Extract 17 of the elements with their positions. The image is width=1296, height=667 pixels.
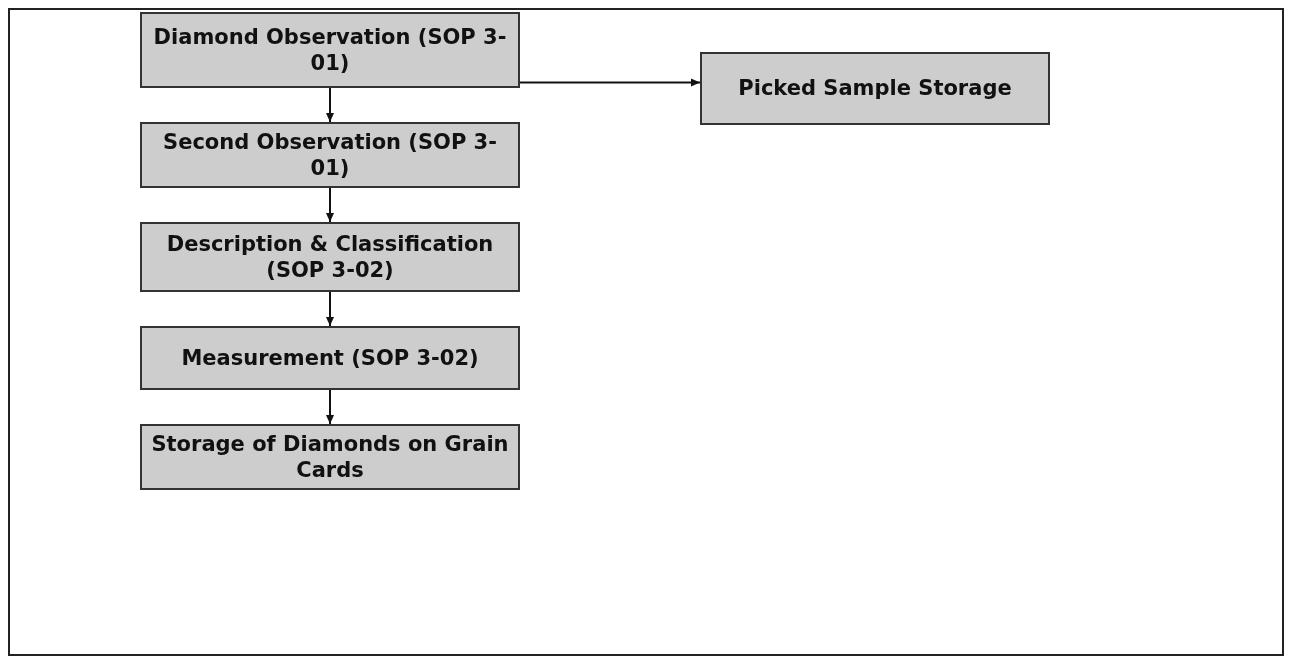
arrow bbox=[326, 291, 334, 327]
process-box bbox=[140, 12, 520, 88]
arrow bbox=[326, 389, 334, 425]
arrow bbox=[326, 87, 334, 123]
step-label: Second Observation (SOP 3-01) bbox=[162, 128, 498, 182]
process-box bbox=[140, 326, 520, 390]
step-label: Diamond Observation (SOP 3-01) bbox=[152, 23, 508, 77]
step-label: Measurement (SOP 3-02) bbox=[181, 344, 479, 372]
step-label: Picked Sample Storage bbox=[738, 75, 1012, 102]
arrow bbox=[326, 187, 334, 223]
process-box bbox=[140, 222, 520, 292]
arrow bbox=[519, 78, 701, 87]
step-label: Description & Classification (SOP 3-02) bbox=[165, 230, 495, 284]
step-label: Storage of Diamonds on Grain Cards bbox=[150, 430, 510, 484]
process-box bbox=[700, 52, 1050, 125]
process-box bbox=[140, 424, 520, 490]
process-box bbox=[140, 122, 520, 188]
